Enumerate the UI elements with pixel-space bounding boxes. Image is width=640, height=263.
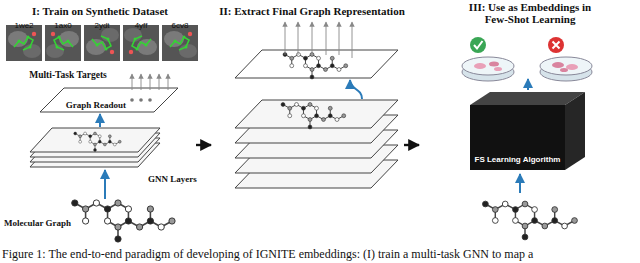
cube-side xyxy=(565,92,585,170)
flow-arrow xyxy=(519,174,521,193)
flow-arrow xyxy=(527,79,529,90)
pdb-code-holder: 2ydt xyxy=(94,14,109,32)
pdb-code-holder: 6cv8 xyxy=(172,14,189,32)
cross-icon xyxy=(548,37,564,53)
molecule-graph xyxy=(72,200,175,242)
cube-top xyxy=(470,92,585,105)
final-representation-plane xyxy=(235,50,398,78)
layer-label-holder: Molecular Graph xyxy=(4,212,71,230)
protein-pocket-image xyxy=(84,25,120,61)
pdb-code: 1we2 xyxy=(14,22,33,31)
molecule-graph xyxy=(74,132,121,151)
petri-dish xyxy=(462,57,514,81)
protein-pocket-image xyxy=(6,25,42,61)
panel-heading-holder: I: Train on Synthetic Dataset xyxy=(32,1,168,19)
panel-heading-holder: III: Use as Embeddings in Few-Shot Learn… xyxy=(467,1,593,25)
panel-heading-holder: II: Extract Final Graph Representation xyxy=(219,1,405,19)
flow-arrow xyxy=(350,80,362,99)
layer-label: Graph Readout xyxy=(66,101,126,111)
embedding-arrow xyxy=(285,22,352,58)
readout-dots xyxy=(139,98,143,102)
panel-heading: I: Train on Synthetic Dataset xyxy=(32,5,168,17)
target-arrow xyxy=(132,74,133,90)
molecule-graph xyxy=(281,103,346,129)
panel-heading: II: Extract Final Graph Representation xyxy=(219,5,405,17)
embedding-arrow xyxy=(352,22,353,58)
gnn-layer xyxy=(30,128,160,152)
layer-label-holder: Multi-Task Targets xyxy=(29,64,107,82)
layer-label-holder: GNN Layers xyxy=(148,168,197,186)
protein-pocket-image xyxy=(162,25,198,61)
petri-dish xyxy=(540,57,592,81)
molecule-graph xyxy=(283,53,348,79)
petri-dish xyxy=(489,62,499,67)
petri-dish xyxy=(540,57,592,75)
pdb-code: 6cv8 xyxy=(172,22,189,31)
check-icon xyxy=(470,37,486,53)
petri-dish xyxy=(494,67,502,71)
readout-dots xyxy=(130,98,134,102)
petri-dish xyxy=(566,64,578,70)
check-icon xyxy=(474,41,483,49)
pdb-code-holder: 1ax0 xyxy=(54,14,71,32)
panel-heading: III: Use as Embeddings in Few-Shot Learn… xyxy=(467,1,593,25)
flow-arrow xyxy=(99,114,101,127)
target-arrow xyxy=(132,74,168,90)
embedding-arrow xyxy=(312,22,313,53)
layer-label-holder: Graph Readout xyxy=(66,94,126,112)
embedding-arrow xyxy=(326,22,327,55)
layer-label: Multi-Task Targets xyxy=(29,70,107,80)
target-arrow xyxy=(141,74,142,90)
embedding-arrow xyxy=(285,22,286,55)
embedding-arrow xyxy=(298,22,299,55)
gnn-layer xyxy=(235,100,398,128)
pdb-code: 2ydt xyxy=(94,22,109,31)
petri-dish xyxy=(552,62,564,68)
figure-caption: Figure 1: The end-to-end paradigm of dev… xyxy=(2,248,533,261)
pdb-code: 4yff xyxy=(135,22,148,31)
petri-dish xyxy=(474,63,486,69)
flow-arrow xyxy=(104,170,106,199)
readout-plane xyxy=(40,88,178,112)
target-arrow xyxy=(159,74,160,90)
pdb-code: 1ax0 xyxy=(54,22,71,31)
petri-dish xyxy=(462,57,514,75)
stage-arrow xyxy=(196,144,211,146)
protein-pocket-image xyxy=(123,25,159,61)
layer-label: Molecular Graph xyxy=(4,219,71,229)
target-arrow xyxy=(150,74,151,90)
cross-icon xyxy=(553,42,560,49)
figure-caption-holder: Figure 1: The end-to-end paradigm of dev… xyxy=(2,244,533,262)
embedding-arrow xyxy=(339,22,340,55)
algorithm-box: FS Learning Algorithm xyxy=(470,105,565,170)
target-arrow xyxy=(168,74,169,90)
readout-dots xyxy=(130,98,152,102)
stage-arrow xyxy=(404,144,419,146)
layer-label: GNN Layers xyxy=(148,175,197,185)
cross-icon xyxy=(548,37,564,53)
pdb-code-holder: 1we2 xyxy=(14,14,33,32)
check-icon xyxy=(470,37,486,53)
molecule-graph xyxy=(483,201,578,240)
petri-dish xyxy=(560,68,568,72)
protein-pocket-image xyxy=(45,25,81,61)
readout-dots xyxy=(148,98,152,102)
box-label: FS Learning Algorithm xyxy=(475,156,561,165)
pdb-code-holder: 4yff xyxy=(135,14,148,32)
